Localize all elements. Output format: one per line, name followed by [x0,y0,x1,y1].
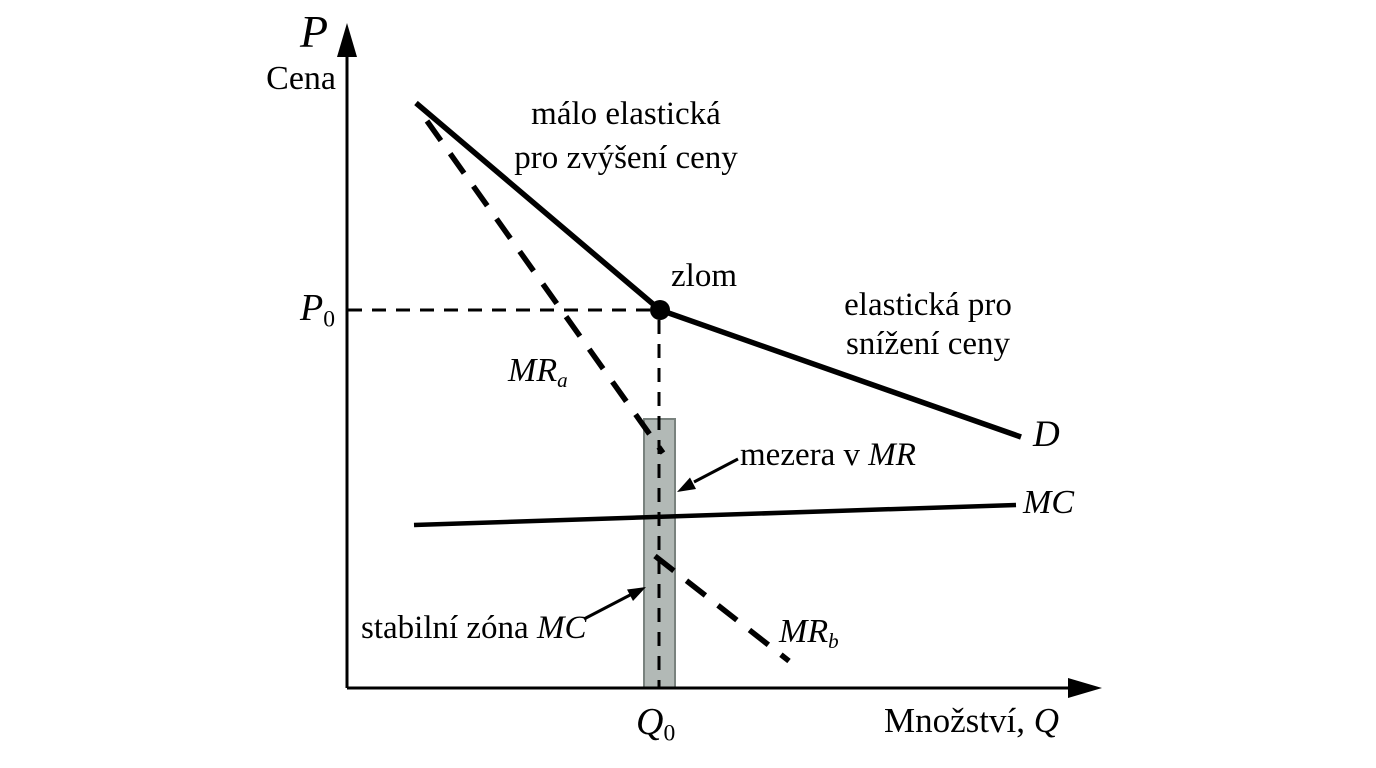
stable-zone-text: stabilní zóna [361,610,537,646]
mr-lower-subscript: b [828,628,839,653]
demand-label: D [1033,414,1060,455]
mr-gap-var: MR [868,437,916,473]
mr-upper-label: MRa [508,351,568,392]
x-axis-arrow-icon [1068,678,1102,698]
mr-gap-text: mezera v [740,437,869,473]
y-axis-arrow-icon [337,23,357,57]
mr-lower-dashed [653,553,791,664]
kink-point-dot [650,300,670,320]
stable-zone-arrow [583,592,633,621]
x-axis-title-var: Q [1033,701,1060,740]
y-axis-subtitle: Cena [266,60,336,97]
mr-upper-dashed [424,119,666,455]
mc-label: MC [1023,484,1074,521]
mr-gap-arrowhead-icon [677,477,696,492]
lower-elasticity-line1: elastická pro [844,287,1012,323]
mr-upper-subscript: a [557,367,568,392]
kink-label: zlom [671,258,737,294]
q0-main: Q [636,701,664,743]
upper-elasticity-line2: pro zvýšení ceny [514,139,738,176]
mr-gap-note: mezera v MR [740,437,916,475]
lower-elasticity-line2: snížení ceny [845,325,1011,362]
mr-gap-arrow [693,457,739,484]
stable-zone-band [643,418,676,689]
upper-elasticity-note: málo elastická pro zvýšení ceny [514,93,738,180]
upper-elasticity-line1: málo elastická [531,96,721,132]
p0-subscript: 0 [323,306,335,333]
stable-zone-var: MC [536,610,587,646]
p0-label: P0 [235,287,335,334]
mr-lower-main: MR [779,613,829,650]
stable-zone-note: stabilní zóna MC [361,610,586,648]
p0-main: P [300,287,324,329]
q0-label: Q0 [636,701,675,748]
stable-zone-arrowhead-icon [627,587,646,601]
mr-upper-main: MR [508,352,558,389]
mc-curve [413,502,1017,528]
x-axis-title-text: Množství, [884,701,1034,740]
x-axis-title: Množství, Q [884,701,1059,741]
q0-subscript: 0 [663,720,676,747]
y-axis-title: P [300,6,329,57]
mr-lower-label: MRb [779,612,839,653]
